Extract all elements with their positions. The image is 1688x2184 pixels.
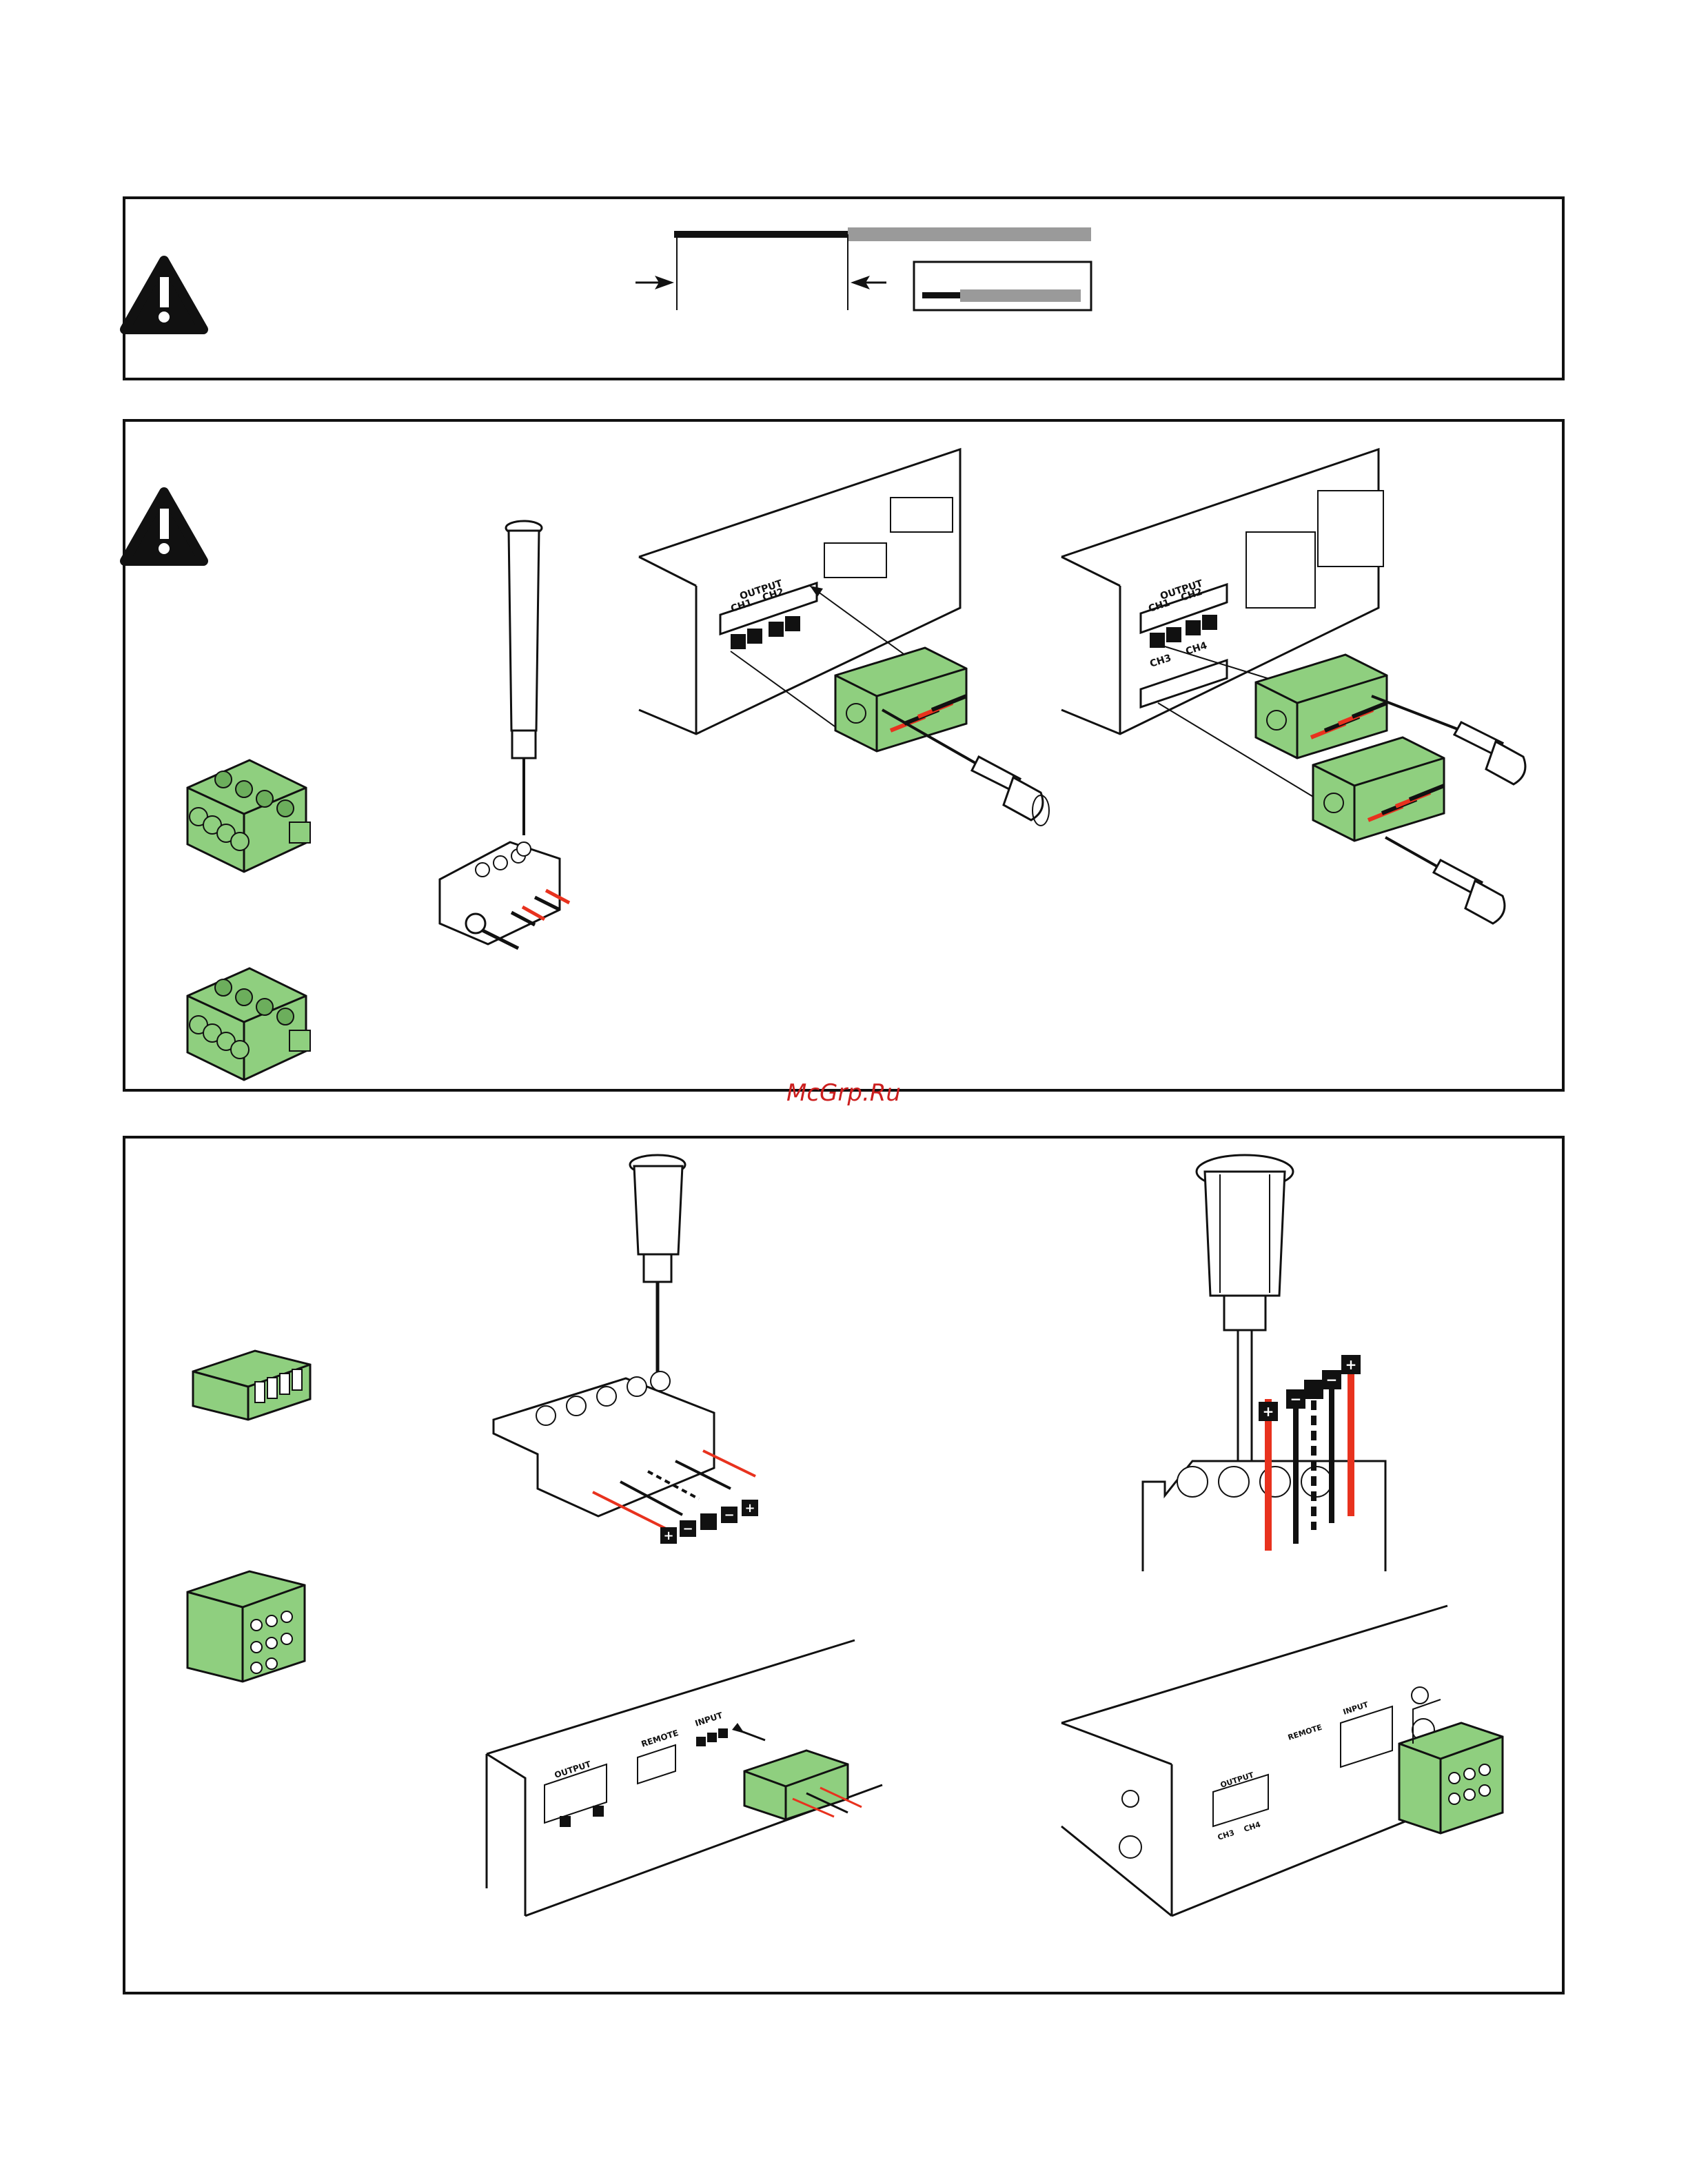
- input-label: INPUT: [694, 1711, 724, 1728]
- green-plug-connector: [835, 648, 966, 751]
- terminal-polarity-labels: + − − +: [660, 1500, 758, 1544]
- watermark: McGrp.Ru: [786, 1079, 901, 1107]
- green-plug-connector: [187, 760, 310, 872]
- panel-wire-strip: [124, 198, 1563, 379]
- minus-label: −: [1290, 1391, 1302, 1407]
- plug-with-screwdriver: [440, 521, 569, 948]
- screwdriver-icon: [506, 521, 542, 835]
- terminal-block-with-screwdriver: + − − +: [494, 1155, 758, 1544]
- terminal-polarity-labels: + − − +: [1259, 1355, 1361, 1421]
- ch4-label: CH4: [1184, 640, 1208, 657]
- minus-label: −: [724, 1508, 734, 1522]
- minus-label: −: [682, 1522, 693, 1536]
- plus-label: +: [1263, 1403, 1274, 1420]
- green-plug-connector: [1313, 737, 1444, 841]
- warning-triangle-icon: [125, 492, 203, 561]
- ch3-label: CH3: [1217, 1828, 1236, 1842]
- screwdriver-icon: [1385, 837, 1505, 923]
- ch4-label: CH4: [1243, 1820, 1262, 1834]
- remote-label: REMOTE: [1287, 1723, 1323, 1742]
- panel-output-connectors: OUTPUT CH1 CH2: [124, 420, 1563, 1090]
- screwdriver-icon: [1197, 1155, 1293, 1509]
- green-terminal-block: [193, 1351, 310, 1420]
- plus-label: +: [744, 1501, 755, 1515]
- plus-label: +: [663, 1529, 673, 1543]
- green-plug-connector: [187, 968, 310, 1080]
- terminal-closeup-with-screwdriver: + − − +: [1143, 1155, 1385, 1571]
- input-label: INPUT: [1342, 1700, 1370, 1717]
- plus-label: +: [1345, 1356, 1357, 1373]
- stripped-wire-diagram: [635, 227, 1091, 310]
- green-plug-connector: [1256, 655, 1387, 758]
- warning-triangle-icon: [125, 261, 203, 329]
- screwdriver-icon: [630, 1155, 685, 1378]
- green-terminal-block-double: [1399, 1700, 1503, 1833]
- green-terminal-block-double: [187, 1571, 305, 1682]
- ch3-label: CH3: [1148, 653, 1172, 670]
- minus-label: −: [1326, 1371, 1338, 1388]
- panel-input-connectors: + − − +: [124, 1137, 1563, 1993]
- green-terminal-block: [744, 1751, 862, 1819]
- amplifier-4ch-output: OUTPUT CH1 CH2 CH3 CH4: [1061, 449, 1383, 803]
